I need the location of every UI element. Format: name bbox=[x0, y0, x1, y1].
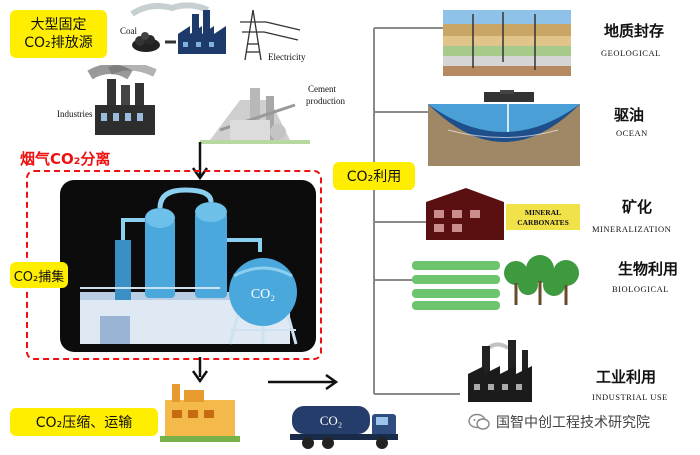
capture-box: CO₂捕集 bbox=[10, 262, 68, 288]
use-title-industrial: 工业利用 bbox=[596, 368, 657, 386]
watermark-text: 国智中创工程技术研究院 bbox=[496, 415, 650, 431]
cement-plant-illustration: Cement production bbox=[200, 84, 345, 144]
cement-label-line1: Cement bbox=[308, 84, 336, 94]
emission-source-line1: 大型固定 bbox=[30, 17, 87, 33]
ocean-storage-image bbox=[428, 90, 580, 166]
electricity-label: Electricity bbox=[268, 52, 306, 62]
power-tower-icon bbox=[240, 9, 301, 61]
industries-label: Industries bbox=[57, 109, 93, 119]
co2-tanker-truck-icon: CO₂ bbox=[290, 406, 398, 449]
coal-label: Coal bbox=[120, 26, 137, 36]
use-subtitle-ocean: OCEAN bbox=[616, 128, 648, 138]
power-plant-icon bbox=[130, 2, 226, 54]
cement-label-line2: production bbox=[306, 96, 345, 106]
mineral-sign-line2: CARBONATES bbox=[517, 218, 569, 227]
geological-storage-image bbox=[443, 10, 571, 76]
use-title-mineralization: 矿化 bbox=[622, 198, 653, 216]
compress-transport-label: CO₂压缩、运输 bbox=[35, 415, 133, 431]
emission-source-line2: CO₂排放源 bbox=[24, 35, 93, 51]
use-title-geological: 地质封存 bbox=[604, 22, 665, 40]
wechat-icon bbox=[468, 413, 490, 430]
mineral-sign-line1: MINERAL bbox=[525, 208, 561, 217]
plant-tank-co2-label: CO₂ bbox=[251, 287, 275, 302]
mineralization-image: MINERAL CARBONATES bbox=[426, 188, 580, 240]
separation-title: 烟气CO₂分离 bbox=[20, 150, 111, 168]
coal-pile-icon bbox=[132, 32, 160, 52]
use-title-ocean: 驱油 bbox=[614, 106, 645, 124]
capture-label: CO₂捕集 bbox=[13, 269, 65, 285]
utilization-label: CO₂利用 bbox=[346, 169, 402, 185]
arrow-capture-to-compression bbox=[191, 357, 209, 384]
industries-illustration: Industries bbox=[57, 65, 157, 135]
watermark: 国智中创工程技术研究院 bbox=[468, 412, 650, 432]
use-title-biological: 生物利用 bbox=[618, 260, 679, 278]
truck-co2-label: CO₂ bbox=[320, 413, 343, 428]
capture-plant-illustration: CO₂ bbox=[60, 180, 316, 352]
utilization-branch-lines bbox=[373, 27, 460, 395]
industrial-use-image bbox=[468, 340, 532, 402]
compression-station-icon bbox=[160, 384, 240, 442]
use-subtitle-mineralization: MINERALIZATION bbox=[592, 224, 672, 234]
compress-transport-box: CO₂压缩、运输 bbox=[10, 408, 158, 436]
emission-source-box: 大型固定 CO₂排放源 bbox=[10, 10, 107, 58]
use-subtitle-geological: GEOLOGICAL bbox=[601, 48, 661, 58]
use-subtitle-industrial: INDUSTRIAL USE bbox=[592, 392, 668, 402]
coal-power-illustration: Coal Electricity bbox=[120, 2, 306, 62]
arrow-transport-to-utilization bbox=[268, 373, 339, 391]
utilization-box: CO₂利用 bbox=[333, 162, 415, 190]
use-subtitle-biological: BIOLOGICAL bbox=[612, 284, 669, 294]
biological-use-image bbox=[412, 255, 579, 310]
